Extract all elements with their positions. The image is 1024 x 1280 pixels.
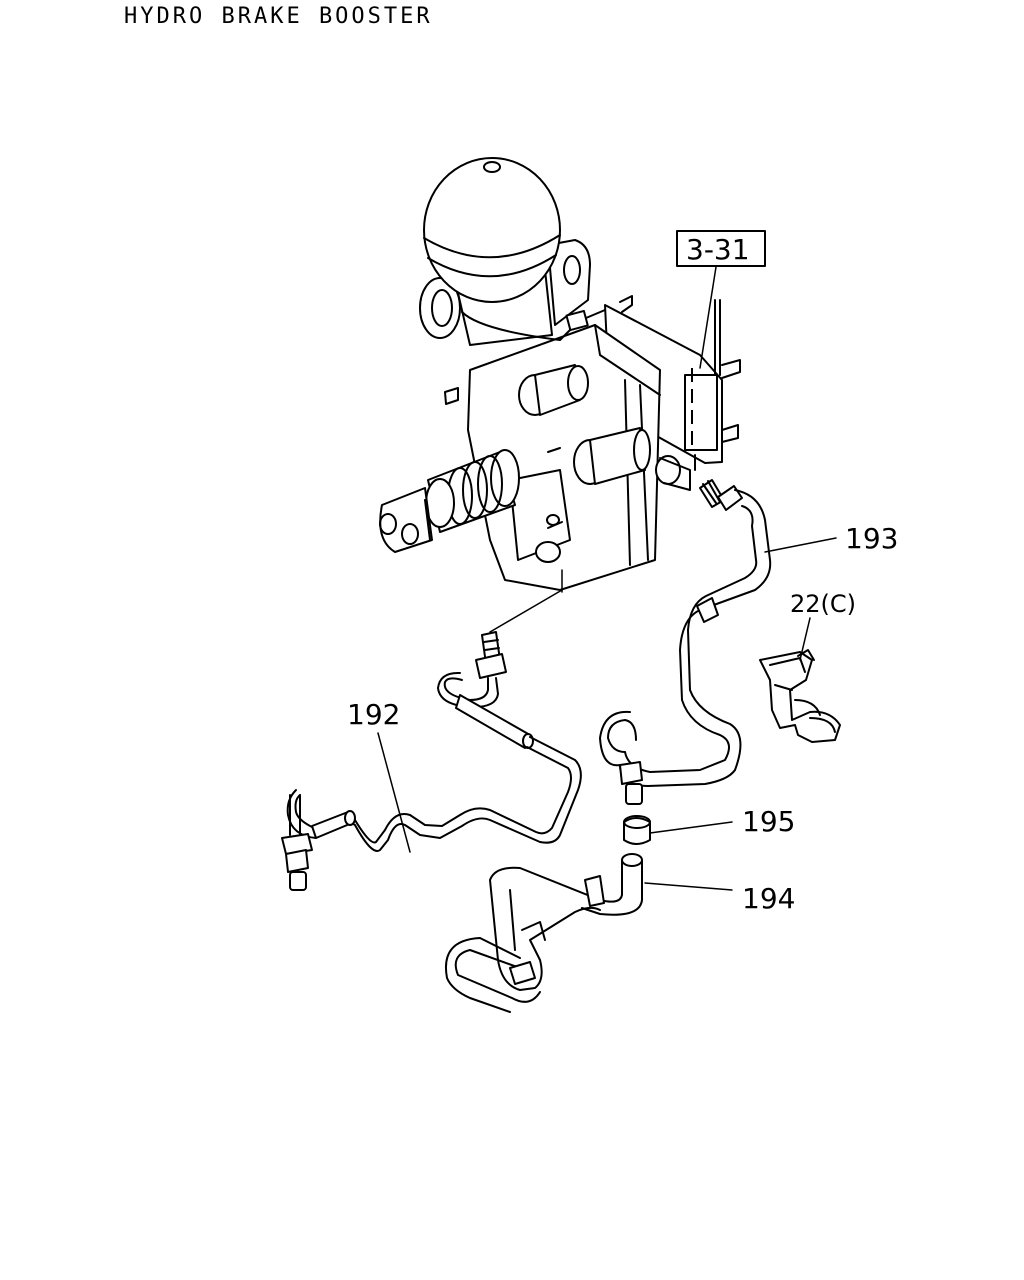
clip-22c[interactable]	[759, 649, 841, 743]
pipe-193[interactable]	[599, 479, 772, 805]
page-title: HYDRO BRAKE BOOSTER	[124, 4, 433, 29]
booster-to-192-line	[489, 589, 563, 633]
hose-194[interactable]	[445, 853, 643, 1013]
callout-194: 194	[742, 882, 795, 915]
callout-22c: 22(C)	[790, 590, 856, 618]
hydro-booster-assembly[interactable]	[379, 157, 741, 591]
callout-195: 195	[742, 805, 795, 838]
callout-22c-leader	[799, 617, 811, 661]
ref-box-leader-line	[699, 266, 717, 369]
callout-192-leader	[377, 732, 411, 853]
clamp-195[interactable]	[623, 815, 651, 845]
callout-192: 192	[347, 698, 400, 731]
callout-193-leader	[764, 537, 837, 553]
callout-195-leader	[649, 821, 733, 834]
ref-box-3-31[interactable]: 3-31	[676, 230, 766, 267]
ref-box-label: 3-31	[686, 233, 750, 266]
callout-193: 193	[845, 522, 898, 555]
pipe-192[interactable]	[281, 631, 582, 891]
callout-194-leader	[644, 882, 733, 891]
